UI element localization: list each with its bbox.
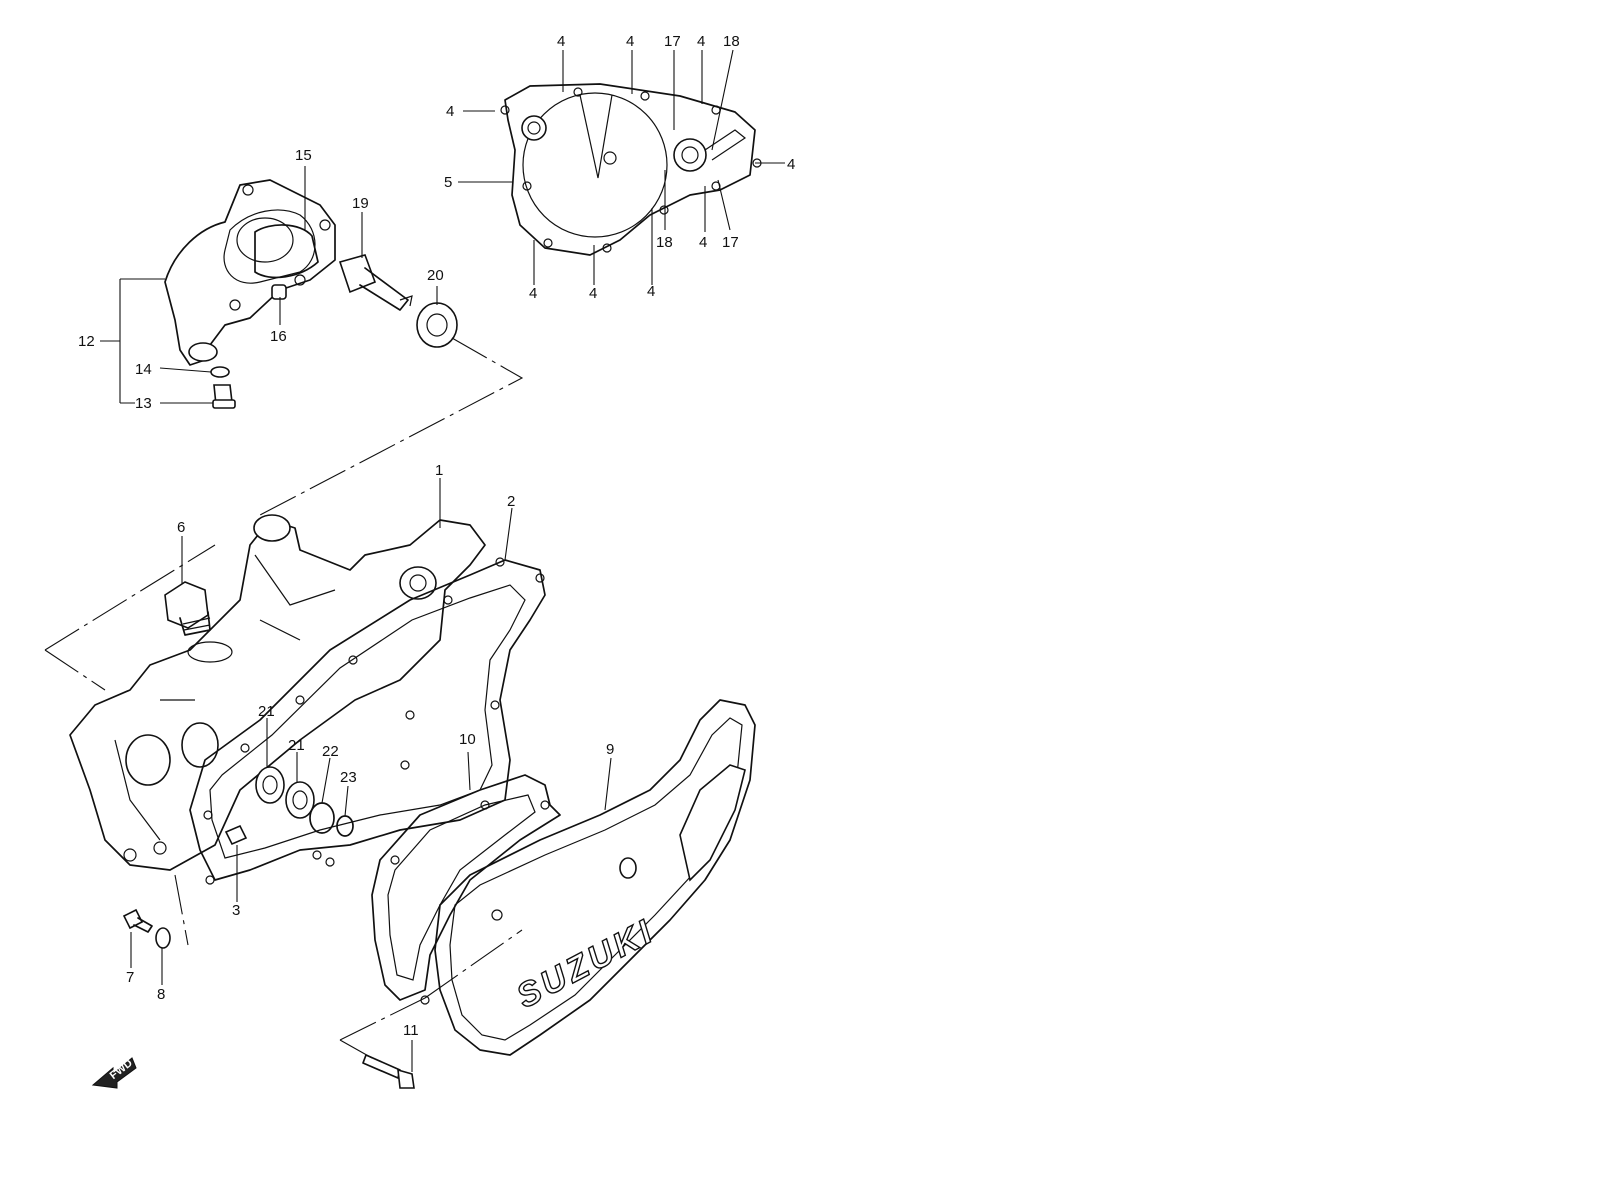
callout-4: 4 (697, 33, 705, 50)
callout-21: 21 (258, 703, 275, 720)
callout-2: 2 (507, 493, 515, 510)
pump-shaft-drawing (338, 254, 413, 311)
callout-5: 5 (444, 174, 452, 191)
callout-4: 4 (589, 285, 597, 302)
dowel-pin-drawing (224, 824, 248, 846)
assembly-line-upper (44, 337, 524, 691)
callout-4: 4 (557, 33, 565, 50)
callout-9: 9 (606, 741, 614, 758)
callout-10: 10 (459, 731, 476, 748)
clutch-outer-cover-drawing: SUZUKI (434, 699, 756, 1056)
callout-21: 21 (288, 737, 305, 754)
bearing-set-drawing (255, 766, 354, 837)
callout-7: 7 (126, 969, 134, 986)
callout-14: 14 (135, 361, 152, 378)
callout-12: 12 (78, 333, 95, 350)
callout-1: 1 (435, 462, 443, 479)
water-pump-case-drawing (164, 179, 336, 366)
callout-4: 4 (699, 234, 707, 251)
callout-4: 4 (529, 285, 537, 302)
assembly-line-lower (174, 874, 523, 1059)
bolt-11-drawing (362, 1054, 415, 1089)
callout-22: 22 (322, 743, 339, 760)
callout-8: 8 (157, 986, 165, 1003)
callout-23: 23 (340, 769, 357, 786)
bolt-7-drawing (122, 908, 153, 933)
washer-14-drawing (210, 366, 230, 378)
callout-19: 19 (352, 195, 369, 212)
callout-18: 18 (656, 234, 673, 251)
callout-15: 15 (295, 147, 312, 164)
callout-11: 11 (403, 1022, 419, 1039)
callout-labels: 4 4 17 4 18 4 4 5 18 4 17 4 4 4 15 19 20… (78, 33, 795, 1039)
callout-4: 4 (446, 103, 454, 120)
callout-4: 4 (647, 283, 655, 300)
callout-13: 13 (135, 395, 152, 412)
callout-18: 18 (723, 33, 740, 50)
callout-20: 20 (427, 267, 444, 284)
leader-lines (100, 49, 785, 1072)
bolt-13-drawing (212, 384, 236, 409)
washer-8-drawing (155, 927, 171, 949)
callout-17: 17 (722, 234, 739, 251)
brand-logo: SUZUKI (511, 912, 662, 1016)
crankcase-cover-drawing (69, 514, 486, 871)
callout-4: 4 (626, 33, 634, 50)
callout-3: 3 (232, 902, 240, 919)
oil-filler-cap-drawing (164, 581, 211, 636)
cover-gasket-drawing (189, 557, 546, 885)
callout-6: 6 (177, 519, 185, 536)
forward-direction-arrow: FWD (91, 1057, 137, 1089)
callout-4: 4 (787, 156, 795, 173)
callout-17: 17 (664, 33, 681, 50)
clutch-cover-drawing (500, 83, 762, 256)
oil-seal-drawing (416, 302, 458, 348)
callout-16: 16 (270, 328, 287, 345)
